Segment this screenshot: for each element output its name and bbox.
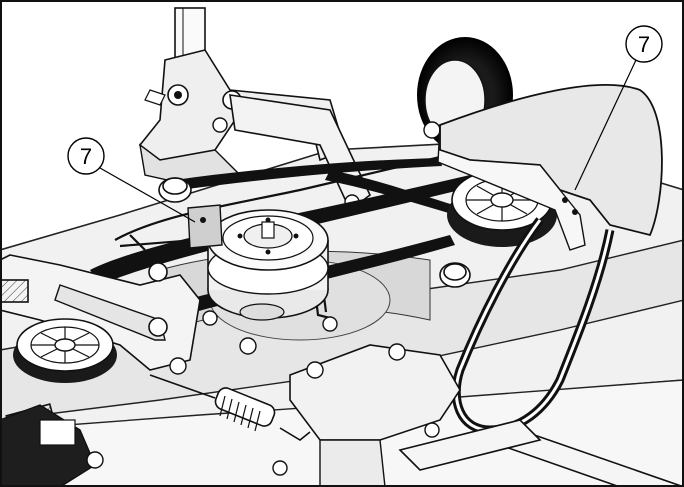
callout-label: 7 xyxy=(638,32,650,57)
left-deck-plate xyxy=(0,254,459,375)
lower-bracket xyxy=(272,343,461,487)
frame-rail xyxy=(398,419,684,487)
callout-7-left: 7 xyxy=(67,137,196,223)
callout-7-right: 7 xyxy=(574,25,663,191)
spring-lower xyxy=(149,374,311,441)
spring-center xyxy=(158,177,471,288)
callout-label: 7 xyxy=(80,144,92,169)
center-pulley xyxy=(207,209,329,321)
idler-pulley-bracket xyxy=(187,204,223,249)
left-pulley xyxy=(13,318,117,383)
latch-assembly xyxy=(0,404,104,487)
